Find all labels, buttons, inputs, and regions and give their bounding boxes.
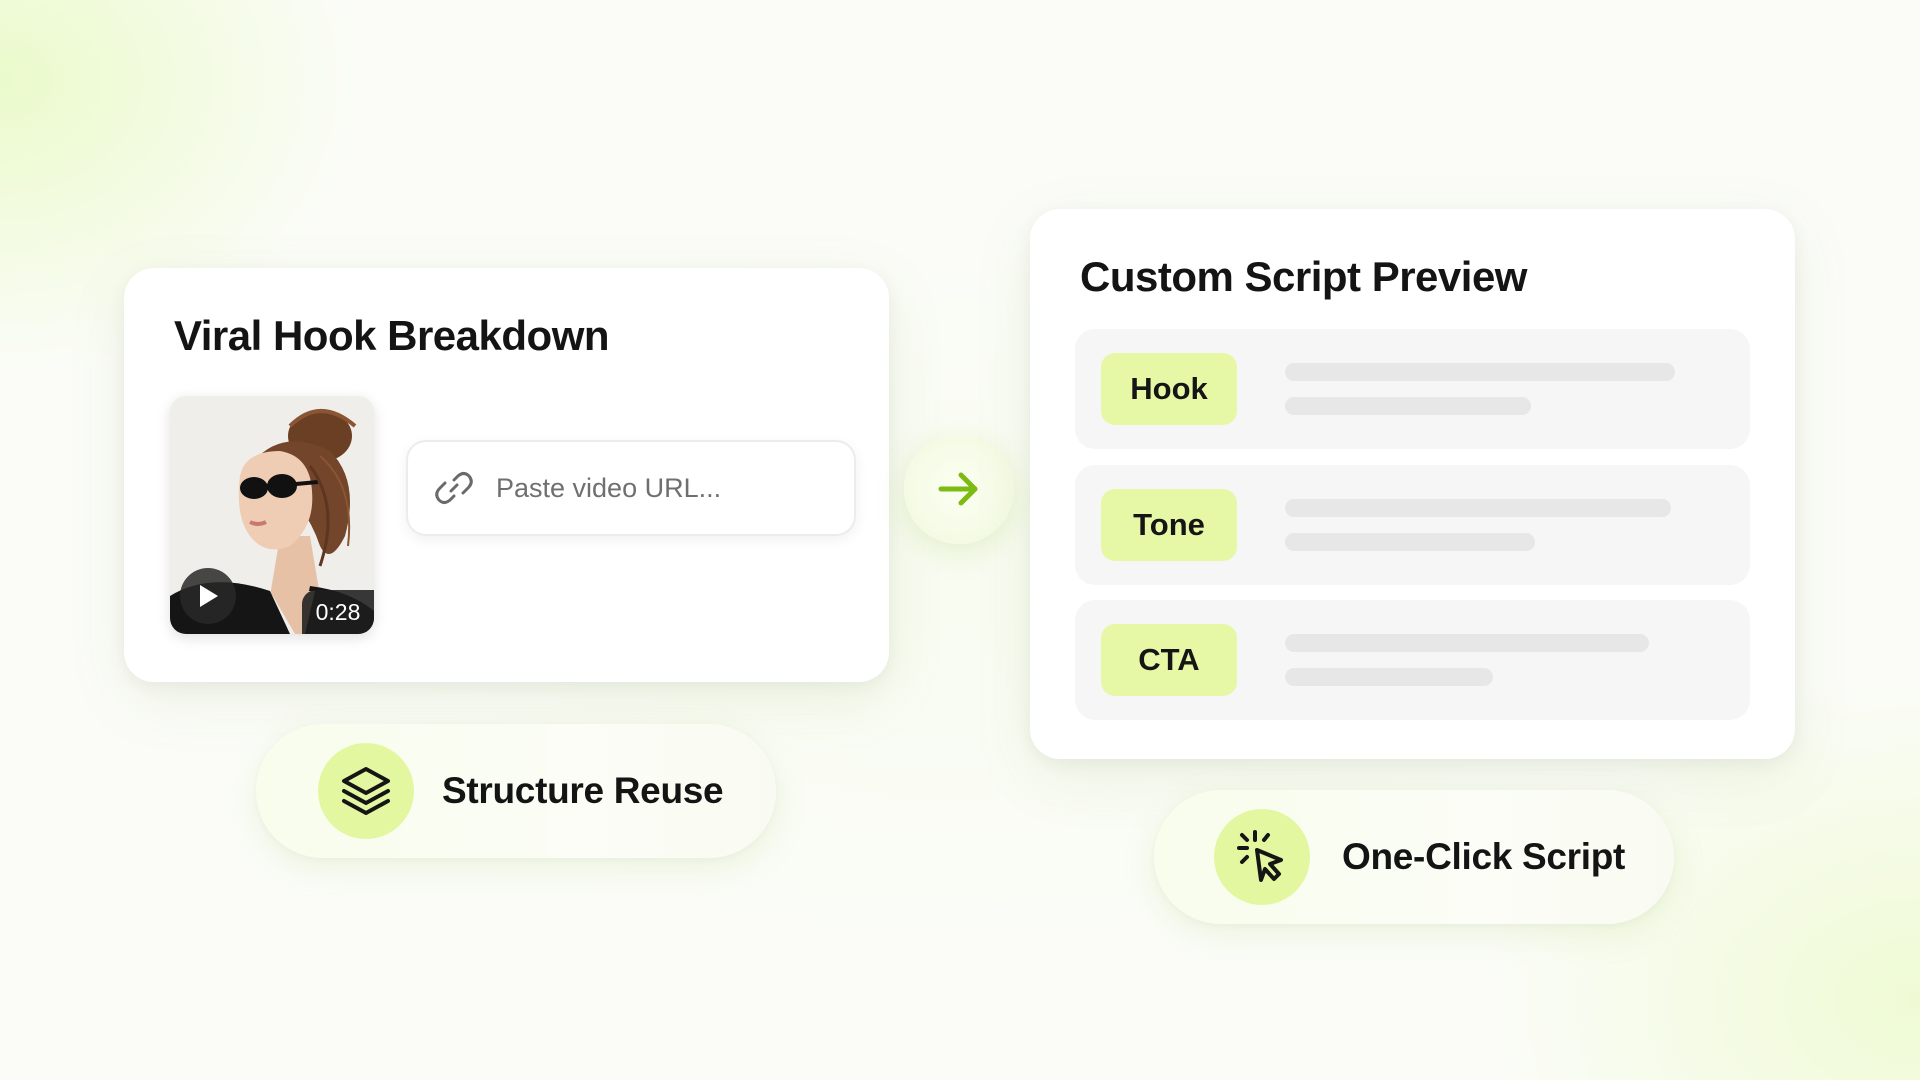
video-thumbnail[interactable]: 0:28 <box>170 396 374 634</box>
play-icon <box>200 585 218 607</box>
cursor-click-icon <box>1214 809 1310 905</box>
card-title: Viral Hook Breakdown <box>174 312 610 359</box>
pill-label: Structure Reuse <box>442 770 724 811</box>
script-row-tone: Tone <box>1075 465 1750 585</box>
generate-arrow-button[interactable] <box>904 434 1014 544</box>
pill-label: One-Click Script <box>1342 836 1626 877</box>
row-tag: CTA <box>1101 624 1237 696</box>
card-title: Custom Script Preview <box>1080 253 1527 300</box>
custom-script-preview-card: Custom Script Preview Hook Tone CTA <box>1030 209 1795 759</box>
script-row-cta: CTA <box>1075 600 1750 720</box>
video-url-input[interactable] <box>496 472 816 504</box>
video-duration: 0:28 <box>302 590 374 634</box>
one-click-script-pill[interactable]: One-Click Script <box>1154 790 1674 924</box>
skeleton-line <box>1285 363 1675 381</box>
skeleton-line <box>1285 397 1531 415</box>
skeleton-line <box>1285 634 1649 652</box>
script-row-hook: Hook <box>1075 329 1750 449</box>
play-button[interactable] <box>180 568 236 624</box>
arrow-right-icon <box>938 472 978 506</box>
skeleton-line <box>1285 499 1671 517</box>
skeleton-line <box>1285 668 1493 686</box>
video-url-field[interactable] <box>406 440 856 536</box>
link-icon <box>435 472 473 504</box>
structure-reuse-pill: Structure Reuse <box>256 724 776 858</box>
row-tag: Tone <box>1101 489 1237 561</box>
layers-icon <box>318 743 414 839</box>
row-tag: Hook <box>1101 353 1237 425</box>
skeleton-line <box>1285 533 1535 551</box>
viral-hook-breakdown-card: Viral Hook Breakdown <box>124 268 889 682</box>
